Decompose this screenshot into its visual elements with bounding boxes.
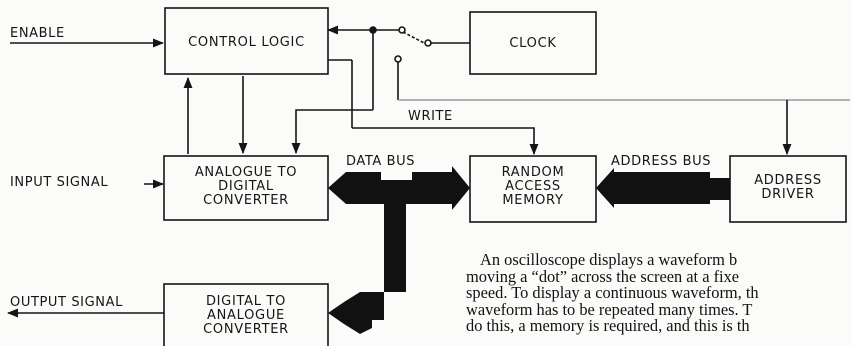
ram-line-3: MEMORY bbox=[502, 193, 564, 208]
write-line bbox=[352, 127, 539, 156]
paragraph-line-1: An oscilloscope displays a waveform b bbox=[480, 250, 738, 269]
adc-line-3: CONVERTER bbox=[203, 193, 289, 208]
adc-line-2: DIGITAL bbox=[218, 179, 274, 194]
control-logic-block bbox=[164, 7, 329, 75]
address-driver-line-2: DRIVER bbox=[761, 187, 815, 202]
control-logic-line-1: CONTROL LOGIC bbox=[188, 35, 305, 50]
dac-block bbox=[163, 283, 329, 346]
address-bus-label: ADDRESS BUS bbox=[611, 154, 712, 169]
data-bus-label: DATA BUS bbox=[346, 154, 416, 169]
data-bus bbox=[328, 166, 470, 334]
write-label: WRITE bbox=[408, 109, 453, 124]
dac-line-1: DIGITAL TO bbox=[205, 294, 287, 309]
ram-block bbox=[469, 155, 597, 223]
address-driver-text: ADDRESS DRIVER bbox=[730, 174, 846, 202]
input-signal-label: INPUT SIGNAL bbox=[10, 175, 109, 190]
ram-line-1: RANDOM bbox=[501, 165, 565, 180]
dac-text: DIGITAL TO ANALOGUE CONVERTER bbox=[164, 295, 328, 337]
dac-line-2: ANALOGUE bbox=[207, 308, 285, 323]
switch-contact-right bbox=[424, 39, 432, 47]
adc-line-1: ANALOGUE TO bbox=[194, 165, 298, 180]
address-bus bbox=[596, 168, 730, 208]
control-logic-text: CONTROL LOGIC bbox=[165, 36, 328, 50]
ram-text: RANDOM ACCESS MEMORY bbox=[470, 166, 596, 208]
clock-to-adc-connector bbox=[291, 109, 373, 155]
clock-text: CLOCK bbox=[470, 37, 596, 51]
paragraph-line-3: speed. To display a continuous waveform,… bbox=[466, 283, 759, 303]
enable-label: ENABLE bbox=[10, 26, 65, 41]
output-signal-label: OUTPUT SIGNAL bbox=[10, 295, 123, 310]
paragraph-line-4: waveform has to be repeated many times. … bbox=[466, 299, 753, 319]
paragraph-line-5: do this, a memory is required, and this … bbox=[466, 316, 750, 336]
clock-line-1: CLOCK bbox=[509, 36, 557, 51]
address-driver-line-1: ADDRESS bbox=[754, 173, 822, 188]
adc-text: ANALOGUE TO DIGITAL CONVERTER bbox=[164, 166, 328, 208]
dac-line-3: CONVERTER bbox=[203, 322, 289, 337]
body-paragraph: An oscilloscope displays a waveform b mo… bbox=[466, 250, 852, 336]
paragraph-line-2: moving a “dot” across the screen at a fi… bbox=[466, 266, 740, 286]
switch-blade bbox=[402, 31, 427, 45]
switch-contact-bottom bbox=[394, 55, 402, 63]
ram-line-2: ACCESS bbox=[505, 179, 561, 194]
